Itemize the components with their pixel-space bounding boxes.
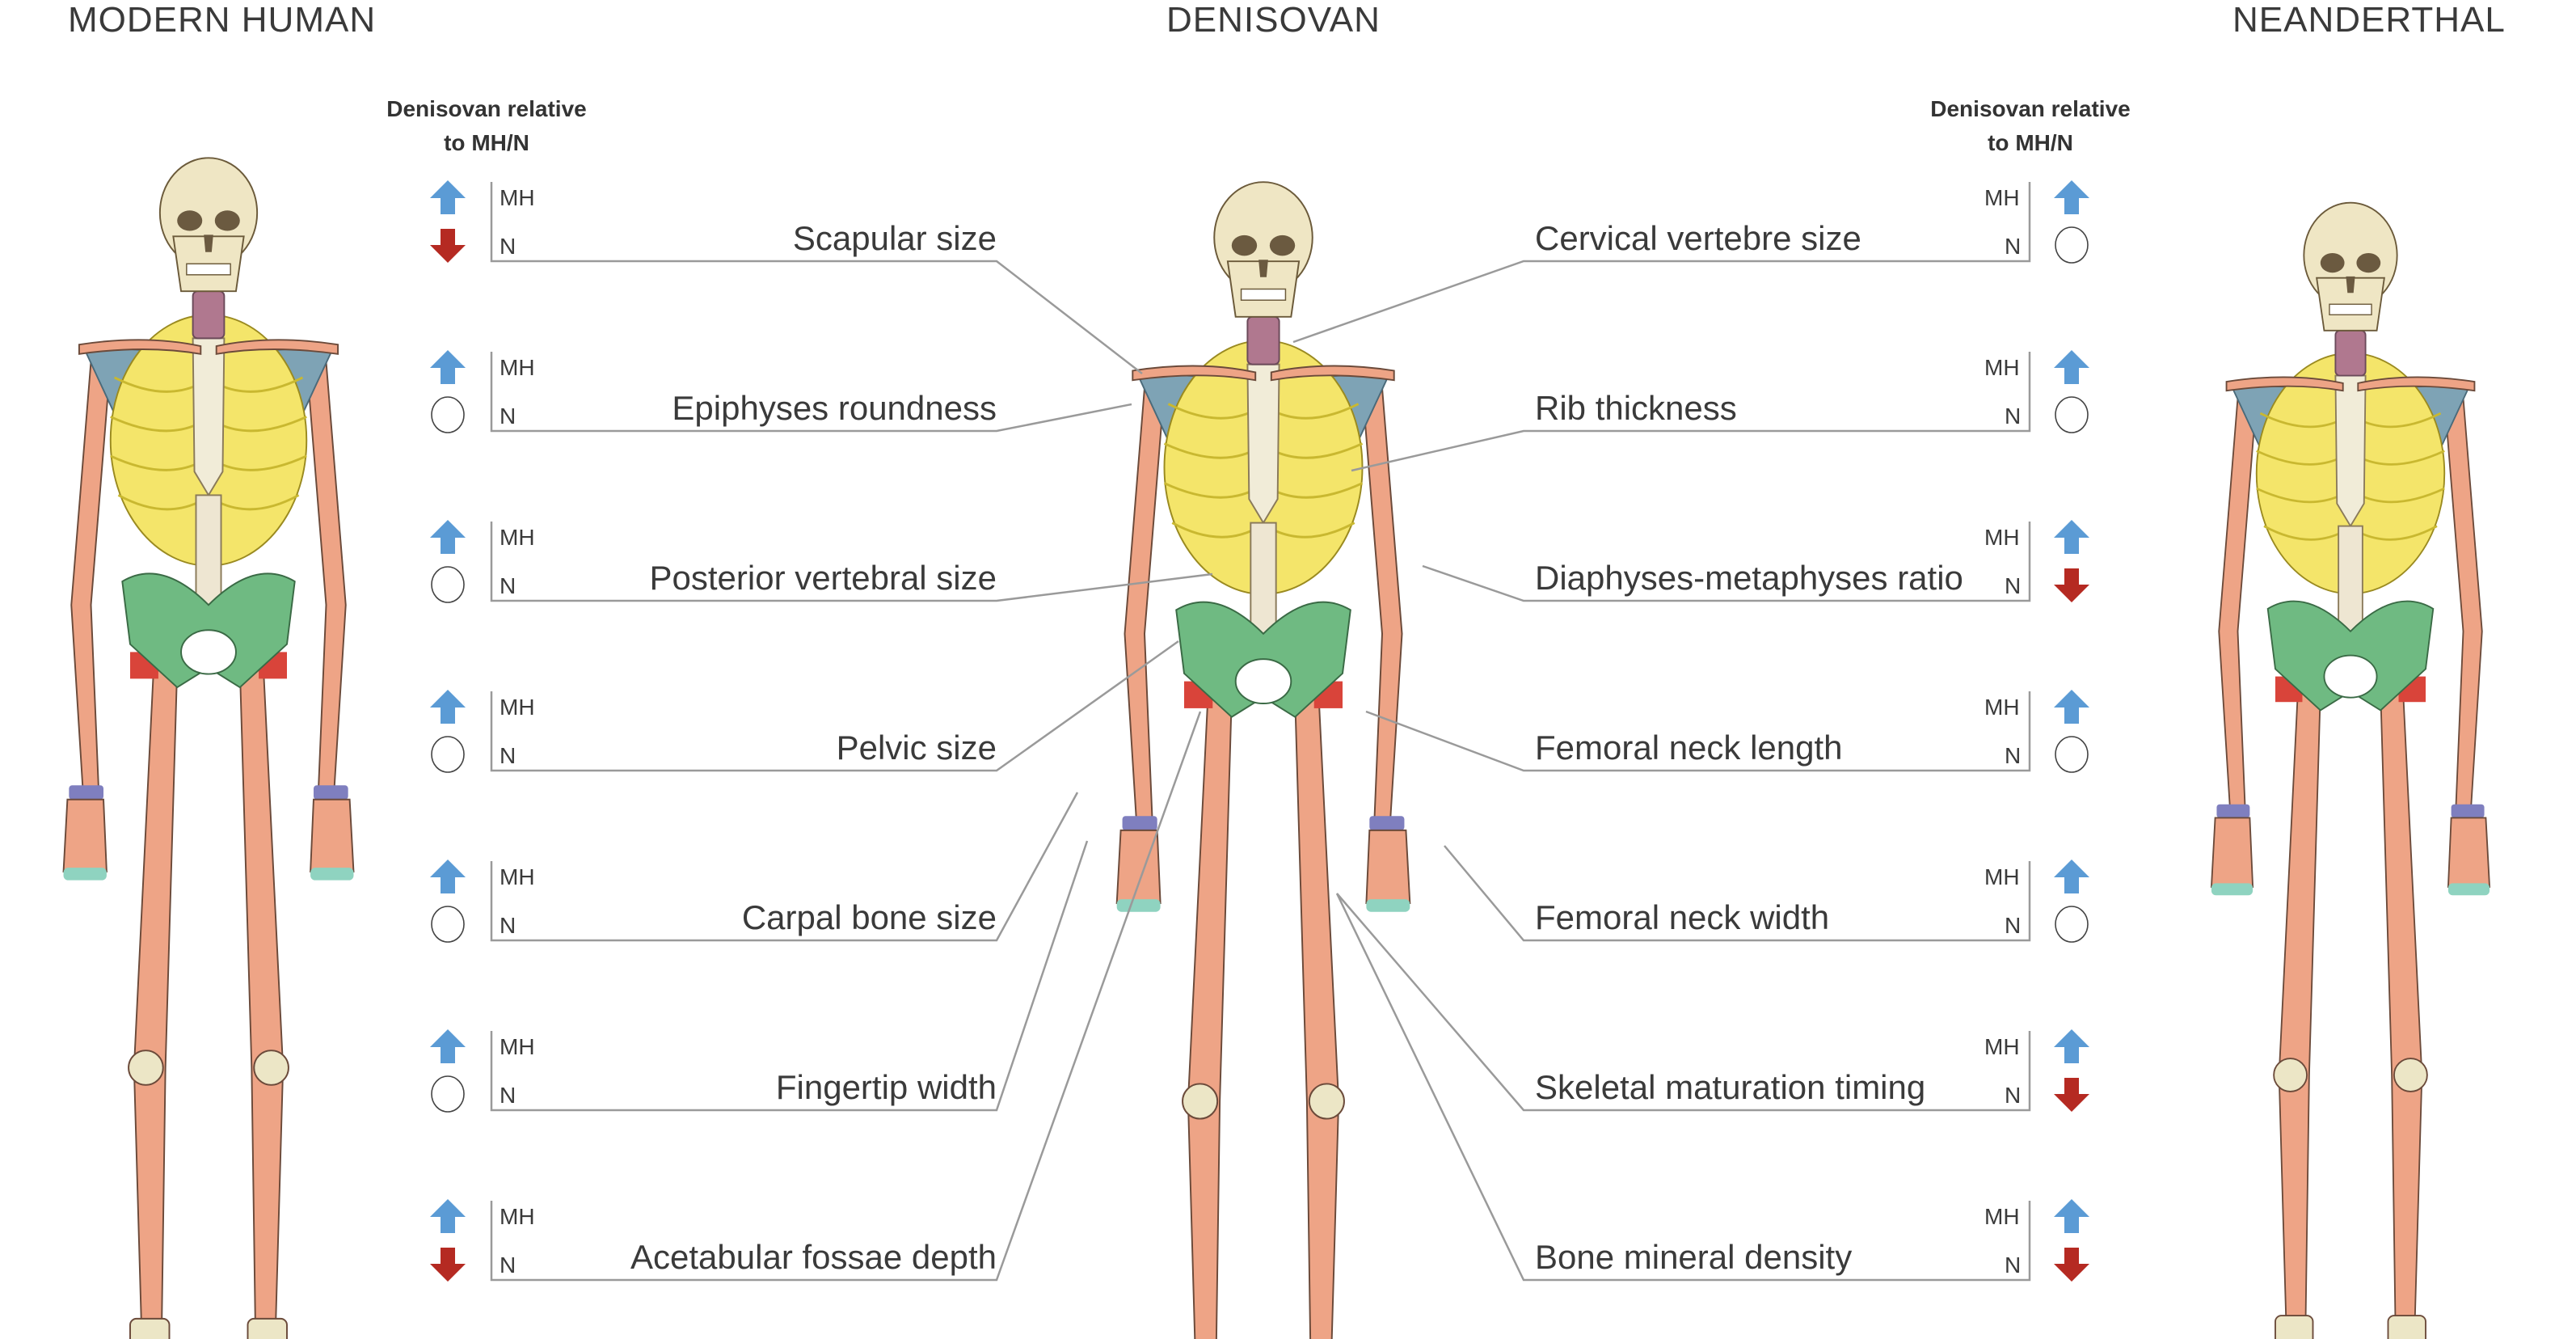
feature-row-rib-thickness: MH N Rib thickness <box>1524 350 2097 434</box>
feature-label: Fingertip width <box>775 1068 997 1106</box>
feature-row-pelvic-size: MH N Pelvic size <box>420 688 998 774</box>
feature-row-skeletal-maturation-timing: MH N Skeletal maturation timing <box>1524 1028 2097 1113</box>
legend-header-line1: Denisovan relative <box>1930 96 2131 121</box>
mh-up-arrow-icon <box>2052 179 2091 218</box>
n-label: N <box>500 743 516 768</box>
mh-up-arrow-icon <box>428 518 467 557</box>
feature-label: Posterior vertebral size <box>649 559 997 597</box>
feature-label: Femoral neck length <box>1535 729 1843 767</box>
mh-up-arrow-icon <box>2052 688 2091 727</box>
mh-up-arrow-icon <box>2052 1197 2091 1236</box>
n-circle-icon <box>428 1075 467 1113</box>
title-neanderthal: NEANDERTHAL <box>2232 0 2506 40</box>
mh-up-arrow-icon <box>2052 858 2091 897</box>
right-leader-lines <box>1292 182 2031 1282</box>
mh-label: MH <box>500 695 535 720</box>
n-label: N <box>2005 913 2022 938</box>
feature-label: Scapular size <box>792 219 997 257</box>
mh-up-arrow-icon <box>428 179 467 218</box>
mh-label: MH <box>1984 525 2020 550</box>
n-circle-icon <box>2052 226 2091 264</box>
n-label: N <box>500 234 516 259</box>
n-circle-icon <box>428 735 467 774</box>
n-circle-icon <box>428 905 467 944</box>
mh-up-arrow-icon <box>428 688 467 727</box>
mh-label: MH <box>500 355 535 380</box>
neanderthal-skeleton <box>2210 201 2491 1339</box>
feature-row-diaphyses-metaphyses-ratio: MH N Diaphyses-metaphyses ratio <box>1524 520 2097 604</box>
feature-row-cervical-vertebre-size: MH N Cervical vertebre size <box>1524 179 2097 264</box>
mh-up-arrow-icon <box>428 858 467 897</box>
n-circle-icon <box>2052 395 2091 434</box>
feature-label: Pelvic size <box>836 729 997 767</box>
feature-row-posterior-vertebral-size: MH N Posterior vertebral size <box>420 520 998 604</box>
mh-up-arrow-icon <box>428 1197 467 1236</box>
mh-up-arrow-icon <box>428 1028 467 1067</box>
n-down-arrow-icon <box>428 1244 467 1283</box>
n-label: N <box>500 1252 516 1278</box>
title-modern-human: MODERN HUMAN <box>68 0 377 40</box>
feature-row-bone-mineral-density: MH N Bone mineral density <box>1524 1199 2097 1283</box>
mh-label: MH <box>1984 695 2020 720</box>
n-label: N <box>2005 1083 2022 1108</box>
feature-row-scapular-size: MH N Scapular size <box>420 179 998 264</box>
feature-label: Carpal bone size <box>741 898 997 936</box>
mh-up-arrow-icon <box>2052 518 2091 557</box>
feature-row-femoral-neck-length: MH N Femoral neck length <box>1524 688 2097 774</box>
feature-row-fingertip-width: MH N Fingertip width <box>420 1028 998 1113</box>
mh-label: MH <box>500 185 535 210</box>
feature-label: Diaphyses-metaphyses ratio <box>1535 559 1963 597</box>
mh-up-arrow-icon <box>2052 348 2091 387</box>
n-circle-icon <box>2052 905 2091 944</box>
legend-header-line2: to MH/N <box>444 130 529 155</box>
n-down-arrow-icon <box>428 226 467 264</box>
n-label: N <box>2005 743 2022 768</box>
n-down-arrow-icon <box>2052 1075 2091 1113</box>
mh-label: MH <box>1984 355 2020 380</box>
n-label: N <box>500 573 516 598</box>
n-circle-icon <box>2052 735 2091 774</box>
feature-label: Acetabular fossae depth <box>630 1238 997 1276</box>
feature-row-acetabular-fossae-depth: MH N Acetabular fossae depth <box>420 1199 998 1283</box>
legend-header-left: Denisovan relative to MH/N <box>365 92 608 160</box>
denisovan-skeleton <box>1115 180 1411 1339</box>
n-label: N <box>2005 573 2022 598</box>
n-label: N <box>500 1083 516 1108</box>
mh-label: MH <box>500 1034 535 1059</box>
n-label: N <box>2005 234 2022 259</box>
feature-row-carpal-bone-size: MH N Carpal bone size <box>420 858 998 944</box>
n-circle-icon <box>428 565 467 604</box>
legend-header-line1: Denisovan relative <box>386 96 587 121</box>
feature-label: Rib thickness <box>1535 389 1737 427</box>
mh-label: MH <box>500 525 535 550</box>
modern-human-skeleton <box>62 156 355 1339</box>
mh-label: MH <box>1984 1204 2020 1229</box>
feature-label: Bone mineral density <box>1535 1238 1853 1276</box>
legend-header-right: Denisovan relative to MH/N <box>1909 92 2152 160</box>
n-label: N <box>500 913 516 938</box>
n-label: N <box>2005 1252 2022 1278</box>
mh-label: MH <box>500 864 535 889</box>
feature-label: Skeletal maturation timing <box>1535 1068 1926 1106</box>
n-label: N <box>2005 403 2022 429</box>
feature-row-epiphyses-roundness: MH N Epiphyses roundness <box>420 350 998 434</box>
feature-label: Epiphyses roundness <box>672 389 997 427</box>
mh-label: MH <box>500 1204 535 1229</box>
mh-up-arrow-icon <box>428 348 467 387</box>
left-leader-lines <box>490 182 1213 1282</box>
mh-label: MH <box>1984 1034 2020 1059</box>
feature-label: Cervical vertebre size <box>1535 219 1861 257</box>
mh-up-arrow-icon <box>2052 1028 2091 1067</box>
mh-label: MH <box>1984 185 2020 210</box>
legend-header-line2: to MH/N <box>1988 130 2073 155</box>
feature-row-femoral-neck-width: MH N Femoral neck width <box>1524 858 2097 944</box>
mh-label: MH <box>1984 864 2020 889</box>
n-circle-icon <box>428 395 467 434</box>
n-down-arrow-icon <box>2052 565 2091 604</box>
title-denisovan: DENISOVAN <box>1166 0 1381 40</box>
n-down-arrow-icon <box>2052 1244 2091 1283</box>
n-label: N <box>500 403 516 429</box>
feature-label: Femoral neck width <box>1535 898 1830 936</box>
